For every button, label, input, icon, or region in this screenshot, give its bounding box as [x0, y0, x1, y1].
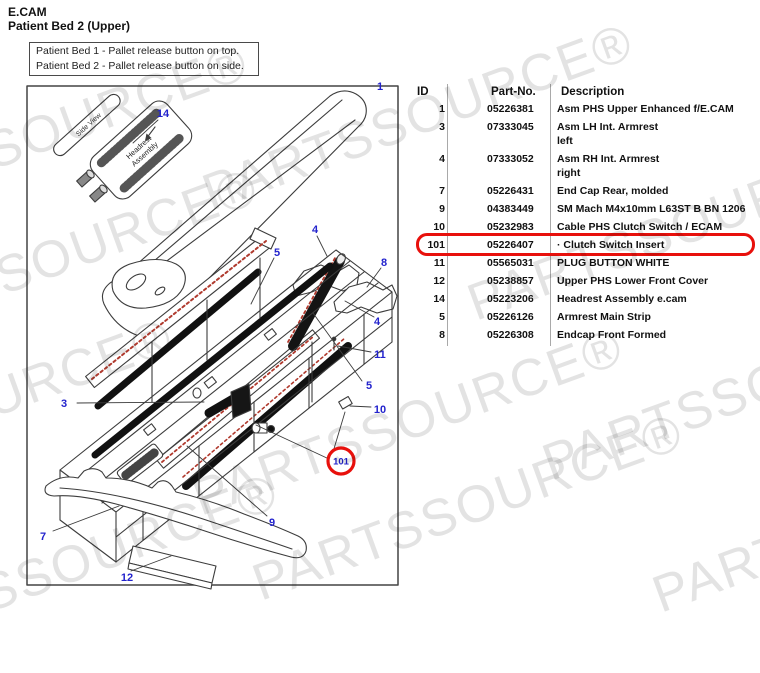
leader-lines — [52, 119, 382, 572]
part-id: 11 — [433, 257, 445, 269]
part-id: 9 — [439, 203, 445, 215]
part-description: Cable PHS Clutch Switch / ECAM — [557, 221, 723, 233]
header-description: Description — [561, 86, 625, 98]
part-description: PLUG BUTTON WHITE — [557, 257, 670, 269]
part-number: 07333052 — [487, 153, 534, 165]
part-id: 1 — [439, 103, 445, 115]
parts-table-rows: 1 05226381 Asm PHS Upper Enhanced f/E.CAM 3… — [413, 100, 755, 344]
part-description: Upper PHS Lower Front Cover — [557, 275, 709, 287]
left-armrest-rail — [85, 227, 277, 410]
part-id: 14 — [433, 293, 445, 305]
part-id: 101 — [427, 239, 445, 251]
part-id: 12 — [433, 275, 445, 287]
lower-front-cover-part — [127, 545, 217, 590]
table-row: 12 05238857 Upper PHS Lower Front Cover — [413, 272, 754, 290]
diagram-border — [26, 85, 399, 586]
note-box: Patient Bed 1 - Pallet release button on… — [29, 42, 259, 76]
part-number: 05226431 — [487, 185, 534, 197]
callout-5: 5 — [274, 247, 280, 259]
page-title: E.CAM Patient Bed 2 (Upper) — [8, 5, 130, 33]
table-row: 10 05232983 Cable PHS Clutch Switch / ECAM — [413, 218, 754, 236]
part-number: 05226308 — [487, 329, 534, 341]
part-id: 4 — [439, 153, 445, 165]
front-endcap-part — [44, 468, 307, 559]
headrest-assembly-part: Headrest Assembly — [76, 100, 193, 203]
exploded-diagram: Headrest Assembly Side View — [26, 81, 399, 590]
middle-armrest-rail — [155, 329, 352, 490]
note-line-2: Patient Bed 2 - Pallet release button on… — [36, 60, 244, 72]
catalog-page: { "header": { "title_line1": "E.CAM", "t… — [0, 5, 760, 673]
table-row: 5 05226126 Armrest Main Strip — [413, 308, 754, 326]
table-row: 7 05226431 End Cap Rear, molded — [413, 182, 754, 200]
callout-8: 8 — [381, 257, 387, 269]
part-number: 05226126 — [487, 311, 534, 323]
callout-101: 101 — [333, 457, 350, 468]
callout-9: 9 — [269, 517, 275, 529]
callout-7: 7 — [40, 531, 46, 543]
callout-12: 12 — [121, 572, 133, 584]
table-row: 9 04383449 SM Mach M4x10mm L63ST B BN 1206 — [413, 200, 754, 218]
callout-10: 10 — [374, 404, 386, 416]
parts-table: ID Part-No. Description 1 05226381 Asm PHS… — [413, 84, 755, 346]
table-row: 11 05565031 PLUG BUTTON WHITE — [413, 254, 754, 272]
page-title-line1: E.CAM — [8, 5, 47, 19]
highlight-circle — [326, 446, 356, 476]
page-title-line2: Patient Bed 2 (Upper) — [8, 19, 131, 33]
part-id: 8 — [439, 329, 445, 341]
part-description: End Cap Rear, molded — [557, 185, 669, 197]
part-description: Armrest Main Strip — [557, 311, 651, 323]
callout-3: 3 — [61, 398, 67, 410]
part-number: 05226407 — [487, 239, 534, 251]
part-id: 3 — [439, 121, 445, 133]
part-description: Asm PHS Upper Enhanced f/E.CAM — [557, 103, 734, 115]
callout-14: 14 — [157, 108, 170, 120]
part-number: 05232983 — [487, 221, 534, 233]
part-description: SM Mach M4x10mm L63ST B BN 1206 — [557, 203, 746, 215]
table-row: 1 05226381 Asm PHS Upper Enhanced f/E.CAM — [413, 100, 754, 118]
part-description: Headrest Assembly e.cam — [557, 293, 687, 305]
part-id: 10 — [433, 221, 445, 233]
part-number: 05565031 — [487, 257, 534, 269]
table-row: 101 05226407 · Clutch Switch Insert — [413, 233, 755, 256]
callout-11: 11 — [374, 349, 386, 361]
part-number: 05223206 — [487, 293, 534, 305]
part-id: 7 — [439, 185, 445, 197]
callout-5: 5 — [366, 380, 372, 392]
table-rule-2 — [550, 84, 551, 346]
table-rule-1 — [447, 84, 448, 346]
part-description: Endcap Front Formed — [557, 329, 667, 341]
note-line-1: Patient Bed 1 - Pallet release button on… — [36, 45, 240, 57]
callout-4: 4 — [374, 316, 381, 328]
callout-1: 1 — [377, 81, 383, 93]
part-number: 05238857 — [487, 275, 534, 287]
part-number: 07333045 — [487, 121, 534, 133]
header-id: ID — [417, 86, 429, 98]
armrest-cylinder-part — [192, 387, 238, 418]
part-number: 04383449 — [487, 203, 534, 215]
table-row: 8 05226308 Endcap Front Formed — [413, 326, 754, 344]
top-cover-part — [101, 90, 367, 337]
table-row: 14 05223206 Headrest Assembly e.cam — [413, 290, 754, 308]
part-number: 05226381 — [487, 103, 534, 115]
header-part-no: Part-No. — [491, 86, 536, 98]
table-header: ID Part-No. Description — [413, 84, 754, 100]
callout-4: 4 — [312, 224, 319, 236]
part-id: 5 — [439, 311, 445, 323]
part-description: · Clutch Switch Insert — [557, 239, 665, 251]
